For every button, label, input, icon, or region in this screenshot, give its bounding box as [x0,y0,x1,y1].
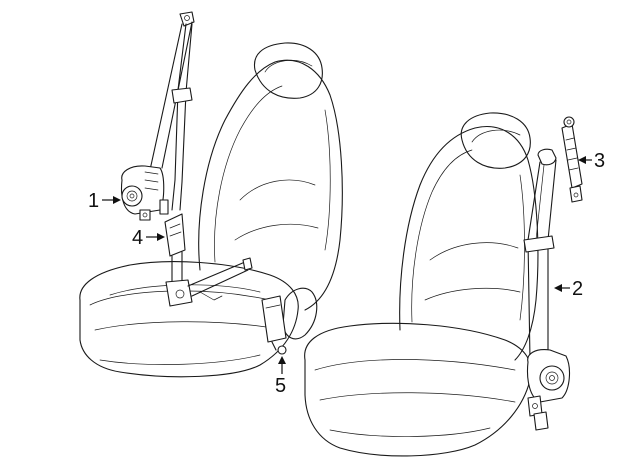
left-seat [79,42,343,378]
right-seat [304,112,539,457]
callout-1: 1 [88,190,121,212]
height-adjuster [561,116,583,203]
callout-label-2: 2 [572,278,583,300]
callout-5: 5 [275,356,286,397]
callout-4: 4 [132,227,165,249]
callout-label-3: 3 [594,150,605,172]
callout-label-1: 1 [88,190,99,212]
buckle-latch [261,295,287,355]
right-belt-assembly [523,148,571,431]
callout-3: 3 [578,150,605,172]
left-belt-assembly [120,11,195,221]
callout-label-4: 4 [132,227,143,249]
buckle-assembly [164,213,253,307]
callout-2: 2 [554,278,583,300]
callout-label-5: 5 [275,375,286,397]
